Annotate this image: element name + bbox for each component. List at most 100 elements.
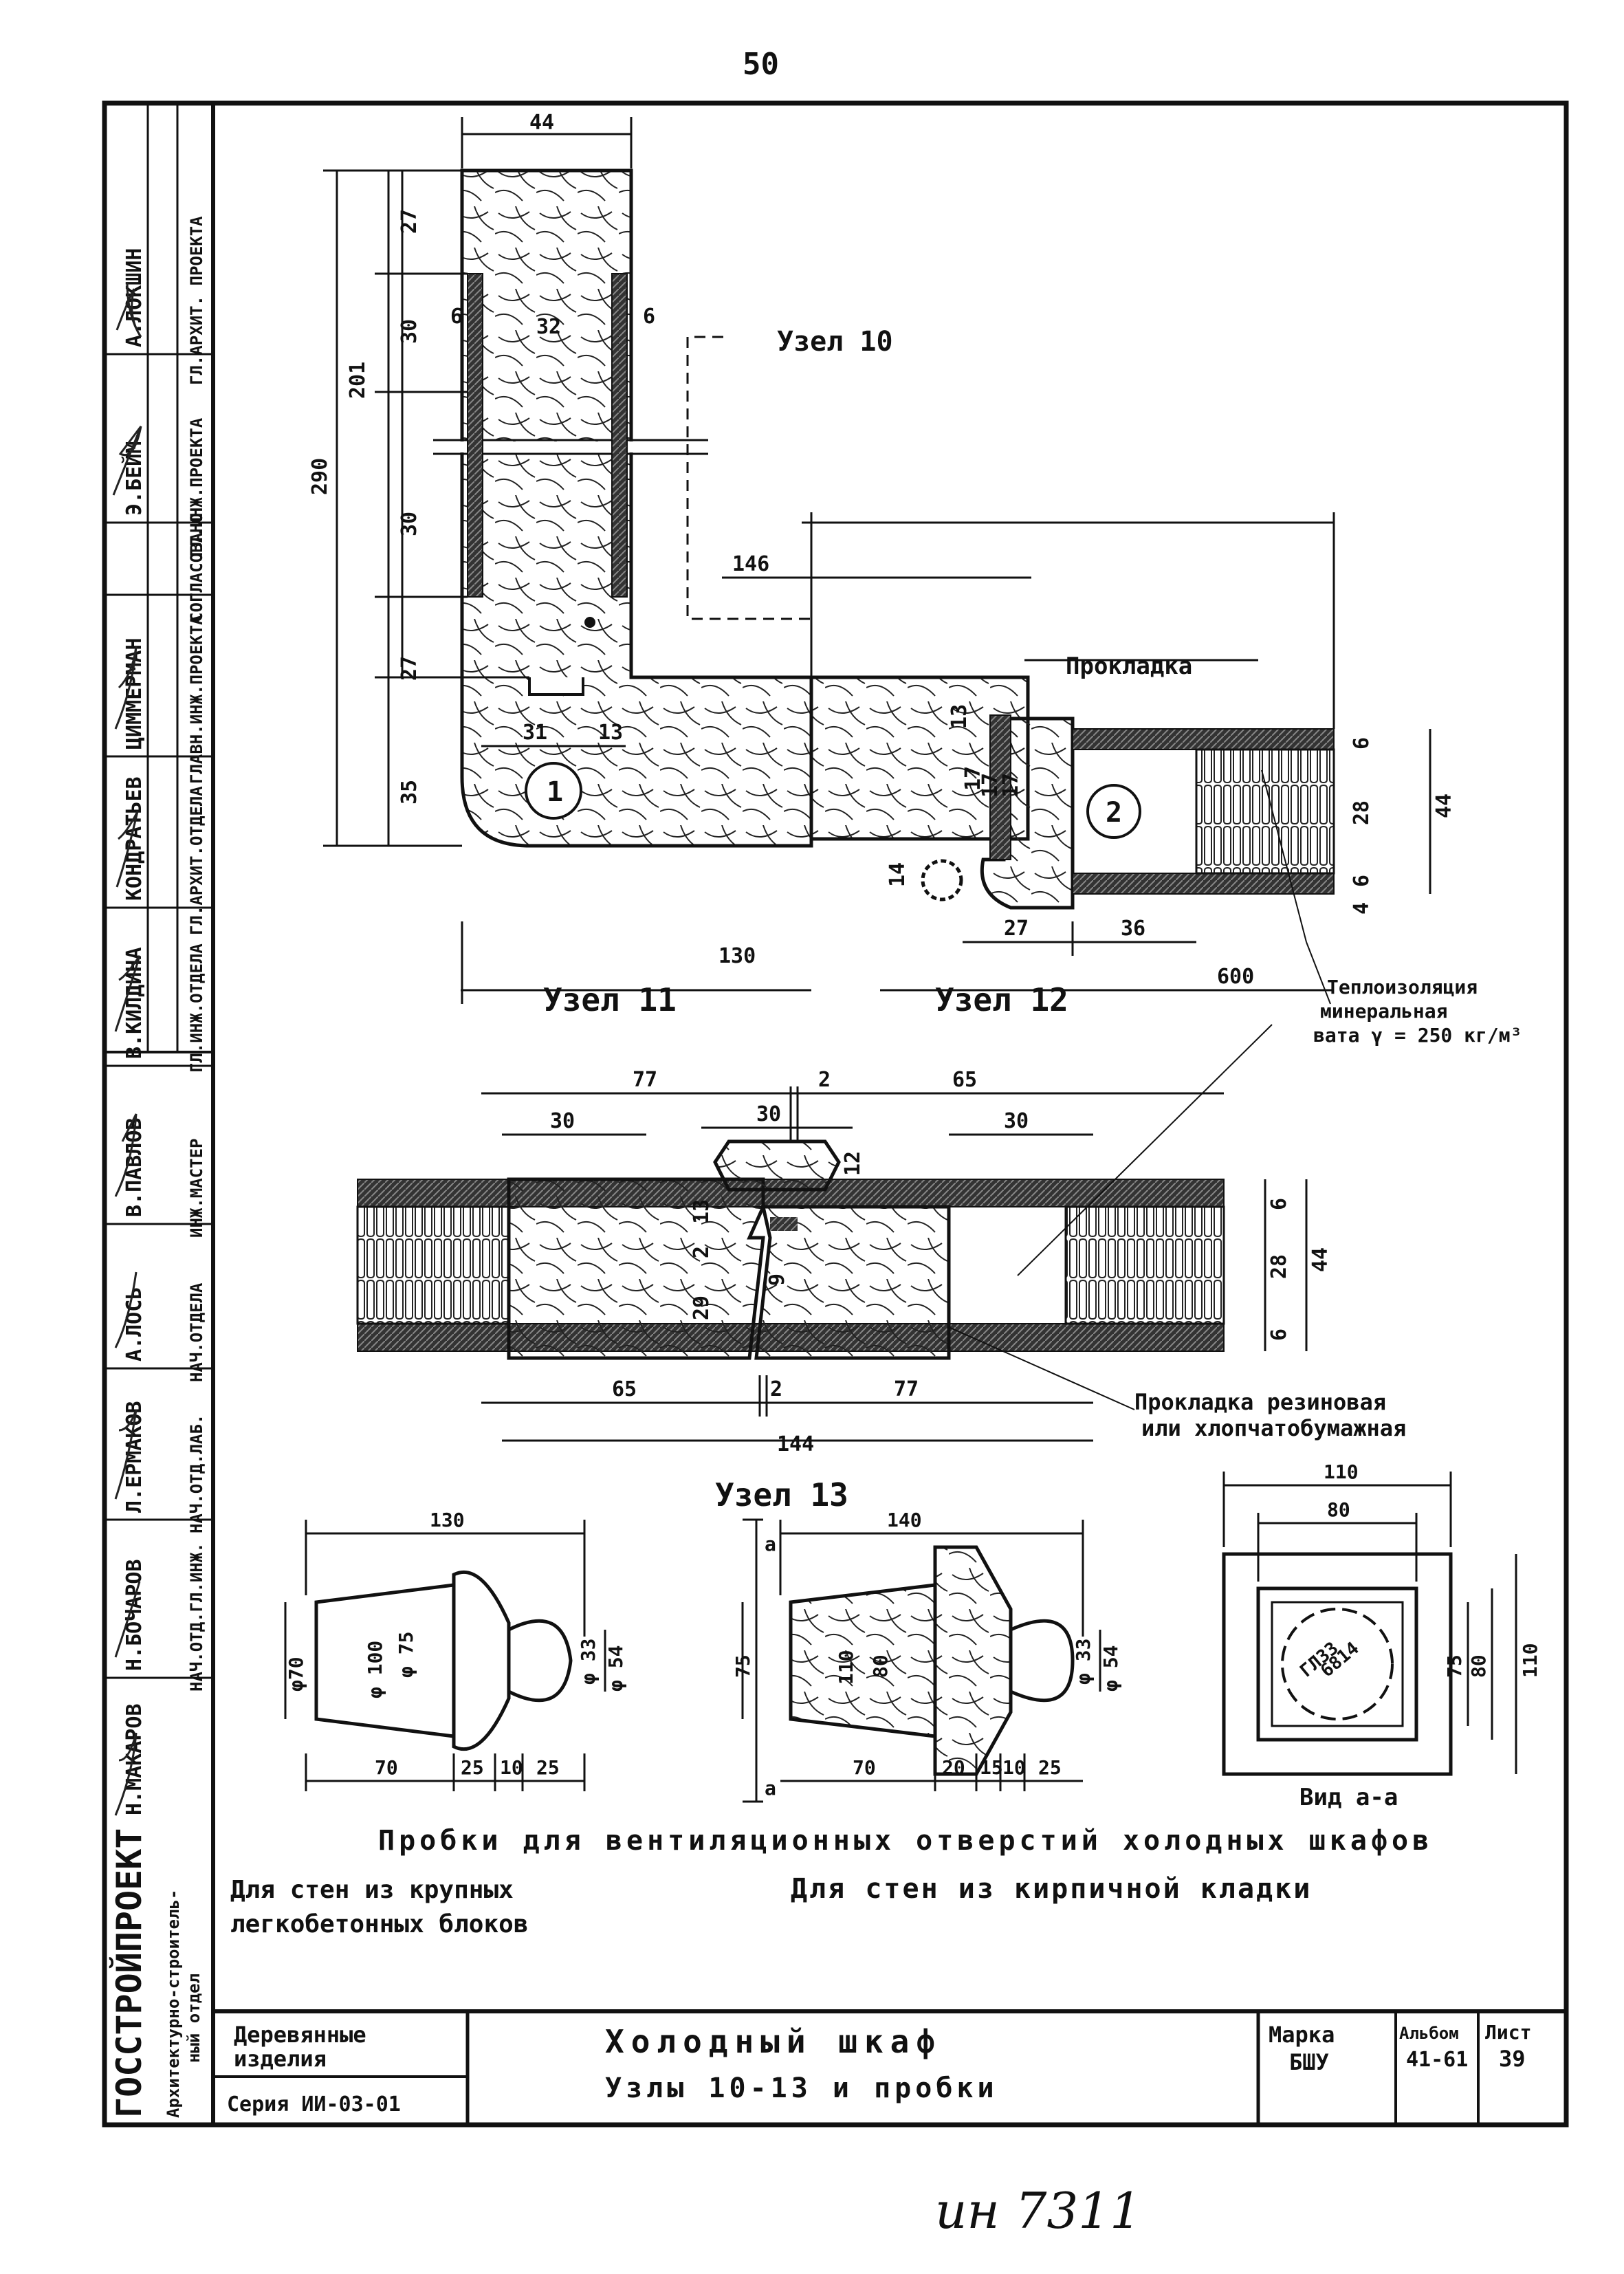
stamp-org: ГОССТРОЙПРОЕКТ — [109, 1828, 149, 2118]
category-label: Деревянные — [234, 2022, 366, 2048]
handwritten-inventory-number: ин 7311 — [935, 2182, 1141, 2240]
series-label: Серия ИИ-03-01 — [227, 2092, 401, 2117]
dim-label: 65 — [612, 1377, 637, 1401]
plug-left-drawing: 130 φ70 φ 100 φ 75 φ 33 φ 54 70 25 10 25 — [284, 1509, 627, 1791]
plug-middle-drawing: 140 а а 75 110 80 φ 33 φ 54 70 20 15 10 … — [732, 1509, 1122, 1803]
node-10-11-drawing: 1 44 27 30 6 32 6 — [308, 111, 1031, 1018]
rubber-gasket-callout: Прокладка резиновая — [1134, 1389, 1386, 1415]
stamp-name: В.КИЛДИНА — [122, 947, 146, 1059]
dim-label: 6 — [450, 305, 463, 329]
dim-label: 10 — [1002, 1756, 1026, 1779]
dim-label: 28 — [1267, 1254, 1291, 1279]
dim-label: 12 — [841, 1151, 865, 1176]
dim-label: 44 — [1308, 1247, 1332, 1272]
stamp-role: НАЧ.ОТД.ГЛ.ИНЖ. — [187, 1542, 206, 1692]
section-mark: а — [765, 1777, 776, 1800]
title-main: Холодный шкаф — [605, 2023, 942, 2060]
dim-label: 77 — [894, 1377, 919, 1401]
dim-label: φ70 — [285, 1657, 307, 1692]
dim-label: 140 — [887, 1509, 922, 1531]
stamp-name: Н.МАКАРОВ — [122, 1703, 146, 1815]
dim-label: 201 — [346, 362, 370, 399]
dim-label: 110 — [1519, 1643, 1541, 1678]
part-2-label: 2 — [1106, 797, 1122, 829]
dim-label: 27 — [1004, 917, 1029, 941]
dim-label: 130 — [430, 1509, 465, 1531]
view-label: Вид а-а — [1299, 1784, 1398, 1811]
sheet-label: Лист — [1485, 2021, 1531, 2044]
dim-label: φ 33 — [1072, 1639, 1095, 1685]
sheet-value: 39 — [1499, 2046, 1526, 2072]
stamp-name: А.ЛОКШИН — [122, 248, 146, 348]
rubber-gasket-callout: или хлопчатобумажная — [1141, 1415, 1406, 1441]
dim-label: 27 — [397, 656, 421, 681]
dim-label: 4 — [1350, 902, 1374, 915]
dim-label: 44 — [529, 111, 554, 135]
dim-label: 65 — [952, 1068, 977, 1092]
stamp-role: ГЛ.АРХИТ. ПРОЕКТА — [187, 216, 206, 385]
dim-label: φ 33 — [577, 1639, 600, 1685]
dim-label: 13 — [690, 1199, 714, 1224]
part-2-marker — [1086, 784, 1141, 839]
outer-frame — [102, 100, 1569, 2128]
node-10-label: Узел 10 — [777, 326, 893, 358]
dim-label: 15 — [980, 1756, 1003, 1779]
dim-label: 290 — [308, 458, 332, 495]
stamp-circle — [1281, 1608, 1394, 1720]
dim-label: 80 — [1467, 1654, 1490, 1678]
dim-label: 32 — [536, 315, 561, 339]
dim-label: 6 — [1267, 1329, 1291, 1341]
dim-label: 77 — [633, 1068, 657, 1092]
dim-label: 17 — [978, 773, 1002, 798]
dim-label: 14 — [886, 862, 910, 887]
node-12-drawing: 2 600 27 36 44 6 28 6 4 17 17 17 13 1 — [809, 512, 1522, 1047]
stamp-role: ГЛ.ИНЖ.ПРОЕКТА — [187, 417, 206, 557]
mark-value: БШУ — [1289, 2049, 1329, 2075]
stamp-role: ГЛ.ИНЖ.ОТДЕЛА — [187, 943, 206, 1073]
dim-label: 80 — [1327, 1498, 1350, 1521]
dim-label: 30 — [756, 1102, 781, 1126]
plugs-caption-right: Для стен из кирпичной кладки — [791, 1873, 1312, 1905]
part-1-label: 1 — [547, 776, 563, 808]
dim-label: 25 — [461, 1756, 484, 1779]
dim-label: 36 — [1121, 917, 1145, 941]
dim-label: 130 — [718, 944, 756, 968]
insulation-callout: Теплоизоляция — [1327, 976, 1478, 998]
dim-label: 27 — [397, 209, 421, 234]
dim-label: 110 — [1324, 1461, 1359, 1483]
dim-label: 20 — [942, 1756, 965, 1779]
dim-label: 600 — [1217, 965, 1254, 989]
stamp-org-sub: ный отдел — [184, 1974, 204, 2063]
dim-label: 144 — [777, 1432, 814, 1456]
node-12-label: Узел 12 — [935, 981, 1068, 1018]
dim-label: 30 — [1004, 1109, 1029, 1133]
signatures — [112, 281, 142, 1816]
stamp-role: СОГЛАСОВАНО — [187, 513, 206, 622]
dim-label: 2 — [818, 1068, 831, 1092]
dim-label: 80 — [869, 1654, 892, 1678]
stamp-name: А.ЛОСЬ — [122, 1287, 146, 1362]
node-11-label: Узел 11 — [543, 981, 677, 1018]
insulation-callout: минеральная — [1320, 1000, 1447, 1023]
side-stamp: ГЛ.АРХИТ. ПРОЕКТА ГЛ.ИНЖ.ПРОЕКТА СОГЛАСО… — [105, 103, 213, 2118]
dim-label: 31 — [523, 721, 547, 745]
dim-label: 17 — [999, 773, 1023, 798]
dim-label: 13 — [598, 721, 623, 745]
stamp-name: Н.БОЧАРОВ — [122, 1559, 146, 1671]
dim-label: 10 — [500, 1756, 523, 1779]
stamp-name: Э.БЕЙМ — [122, 441, 146, 516]
dim-label: 6 — [643, 305, 655, 329]
stamp-role: ГЛАВН.ИНЖ.ПРОЕКТА — [187, 615, 206, 784]
dim-label: 30 — [550, 1109, 575, 1133]
dim-label: 75 — [1443, 1654, 1466, 1678]
dim-label: 146 — [732, 552, 769, 576]
dim-label: 70 — [375, 1756, 398, 1779]
album-value: 41-61 — [1406, 2048, 1468, 2072]
insulation-callout: вата γ = 250 кг/м³ — [1313, 1024, 1522, 1047]
plugs-caption-left: Для стен из крупных — [230, 1876, 514, 1904]
dim-label: 25 — [1038, 1756, 1062, 1779]
node-13-drawing: 77 2 65 30 30 30 65 2 77 144 12 13 2 29 … — [356, 1024, 1406, 1513]
stamp-role: ИНЖ.МАСТЕР — [187, 1139, 206, 1238]
dim-label: 28 — [1350, 800, 1374, 825]
